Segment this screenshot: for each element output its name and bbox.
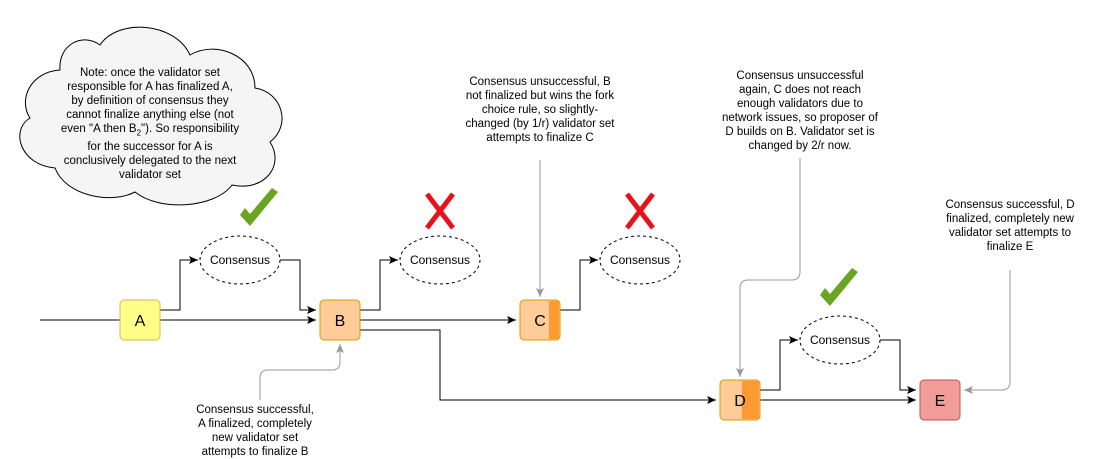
pointer-d-note <box>736 158 801 377</box>
block-b-label: B <box>335 313 346 330</box>
note-line: not finalized but wins the fork <box>465 90 615 102</box>
note-line: network issues, so proposer of <box>722 112 878 124</box>
note-line: conclusively delegated to the next <box>63 155 237 168</box>
note-line: finalize E <box>986 241 1034 253</box>
consensus-label-1: Consensus <box>210 253 270 267</box>
block-e-label: E <box>935 393 946 410</box>
note-line: validator set <box>118 169 181 182</box>
pointer-b-note <box>259 344 344 400</box>
consensus-node-3: Consensus <box>599 235 681 285</box>
note-line: by definition of consensus they <box>71 95 229 107</box>
consensus-label-2: Consensus <box>410 253 470 267</box>
note-line: D builds on B. Validator set is <box>725 126 875 138</box>
note-line: responsible for A has finalized A, <box>67 81 233 93</box>
edge-consensus1-b <box>280 259 316 314</box>
note-line: Consensus unsuccessful <box>736 70 864 82</box>
d-annotation-text: Consensus unsuccessful again, C does not … <box>708 69 892 153</box>
note-line: changed by 2/r now. <box>748 140 852 152</box>
note-line: attempts to finalize C <box>486 132 594 144</box>
note-cloud <box>19 26 283 206</box>
cross-icon <box>625 192 655 230</box>
block-d-label: D <box>734 393 746 410</box>
consensus-label-4: Consensus <box>810 333 870 347</box>
note-line: cannot finalize anything else (not <box>66 109 234 121</box>
note-line: A finalized, completely <box>198 418 312 430</box>
note-line: Consensus successful, D <box>945 199 1075 211</box>
note-line: attempts to finalize B <box>201 446 309 458</box>
edge-a-consensus1 <box>160 256 198 311</box>
block-c-label: C <box>534 313 546 330</box>
cloud-note-text: Note: once the validator set responsible … <box>40 66 260 182</box>
note-line: Consensus successful, <box>196 404 314 416</box>
note-line: enough validators due to <box>737 98 863 110</box>
note-line: finalized, completely new <box>946 213 1074 225</box>
edge-d-consensus4 <box>760 336 798 391</box>
edge-consensus4-e <box>880 339 916 394</box>
checkmark-icon <box>820 268 858 306</box>
note-line: for the successor for A is <box>87 141 213 154</box>
consensus-node-2: Consensus <box>399 235 481 285</box>
note-line: choice rule, so slightly- <box>481 104 599 116</box>
note-line: even "A then B2"). So responsibility <box>60 123 240 138</box>
pointer-e-note <box>964 270 1011 394</box>
note-line: Consensus unsuccessful, B <box>469 76 611 88</box>
edge-b-consensus2 <box>360 256 398 311</box>
note-line: new validator set <box>211 432 299 444</box>
cross-icon <box>425 192 455 230</box>
edge-b-d <box>360 329 716 404</box>
checkmark-icon <box>240 188 278 226</box>
block-a-label: A <box>135 313 146 330</box>
note-line: Note: once the validator set <box>80 67 220 79</box>
note-line: again, C does not reach <box>738 84 862 96</box>
c-annotation-text: Consensus unsuccessful, B not finalized b… <box>450 75 630 145</box>
edge-c-consensus3 <box>560 256 598 311</box>
block-b: B <box>319 299 361 341</box>
block-d: D <box>719 379 761 421</box>
e-annotation-text: Consensus successful, D finalized, comple… <box>932 198 1088 254</box>
consensus-node-1: Consensus <box>199 235 281 285</box>
block-a: A <box>119 299 161 341</box>
b-annotation-text: Consensus successful, A finalized, comple… <box>180 403 330 459</box>
consensus-node-4: Consensus <box>799 315 881 365</box>
note-line: changed (by 1/r) validator set <box>465 118 615 130</box>
block-c: C <box>519 299 561 341</box>
note-line: validator set attempts to <box>948 227 1072 239</box>
consensus-label-3: Consensus <box>610 253 670 267</box>
block-e: E <box>919 379 961 421</box>
